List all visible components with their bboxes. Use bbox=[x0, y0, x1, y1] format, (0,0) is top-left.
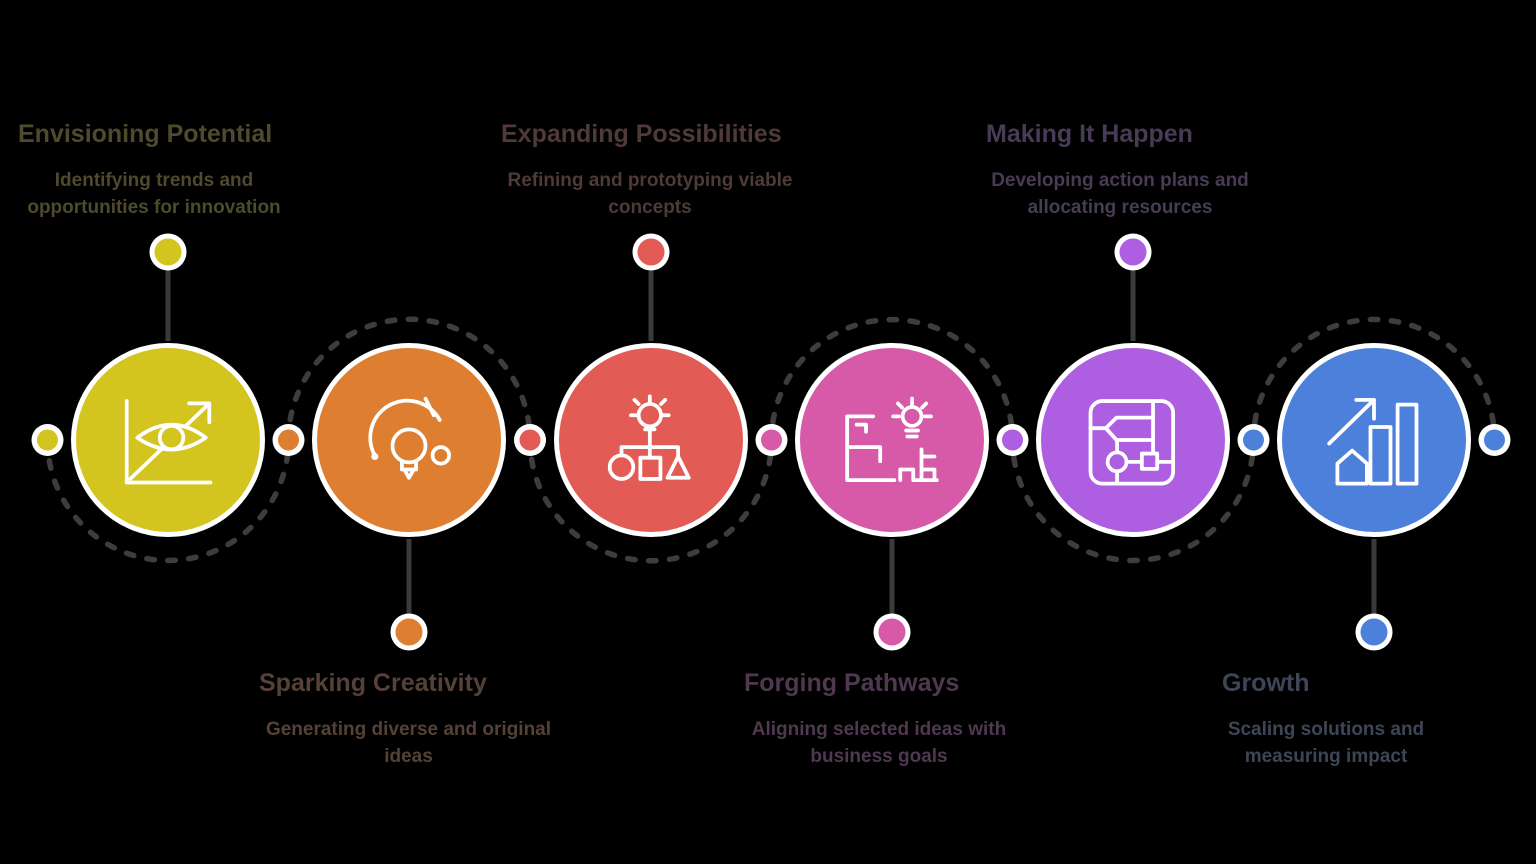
step-2-label: Sparking Creativity Generating diverse a… bbox=[259, 668, 558, 770]
step-3-subtitle: Refining and prototyping viable concepts bbox=[507, 170, 793, 218]
step-1-label: Envisioning Potential Identifying trends… bbox=[18, 119, 290, 221]
step-5-title: Making It Happen bbox=[986, 120, 1193, 148]
step-2-circle bbox=[312, 343, 506, 537]
step-2-subtitle: Generating diverse and original ideas bbox=[265, 719, 552, 767]
step-1-subtitle: Identifying trends and opportunities for… bbox=[27, 170, 281, 218]
step-5-circle bbox=[1036, 343, 1230, 537]
step-1-callout-dot bbox=[149, 233, 187, 271]
waypoint-dot-4-5 bbox=[996, 424, 1029, 456]
step-5-label: Making It Happen Developing action plans… bbox=[986, 119, 1254, 221]
step-6-circle bbox=[1277, 343, 1471, 537]
growth-chart-house-icon bbox=[1327, 397, 1419, 486]
eye-pupil bbox=[157, 423, 186, 452]
step-6-callout-dot bbox=[1355, 613, 1393, 651]
path-start-dot bbox=[31, 424, 64, 456]
eye-trend-chart-icon bbox=[124, 399, 213, 485]
step-2-callout-dot bbox=[390, 613, 428, 651]
step-2-title: Sparking Creativity bbox=[259, 669, 487, 697]
lightbulb-gauge-icon bbox=[368, 396, 452, 480]
step-1-circle bbox=[71, 343, 265, 537]
step-4-subtitle: Aligning selected ideas with business go… bbox=[751, 719, 1007, 767]
idea-prototype-shapes-icon bbox=[607, 394, 691, 481]
waypoint-dot-3-4 bbox=[755, 424, 788, 456]
step-4-callout-dot bbox=[873, 613, 911, 651]
step-4-circle bbox=[795, 343, 989, 537]
strategy-map-icon bbox=[1088, 399, 1176, 486]
path-end-dot bbox=[1478, 424, 1511, 456]
step-3-title: Expanding Possibilities bbox=[501, 120, 782, 148]
waypoint-dot-1-2 bbox=[272, 424, 305, 456]
step-5-callout-dot bbox=[1114, 233, 1152, 271]
step-1-title: Envisioning Potential bbox=[18, 120, 273, 148]
step-6-subtitle: Scaling solutions and measuring impact bbox=[1227, 719, 1425, 767]
step-4-label: Forging Pathways Aligning selected ideas… bbox=[744, 668, 1014, 770]
step-4-title: Forging Pathways bbox=[744, 669, 960, 697]
waypoint-dot-5-6 bbox=[1237, 424, 1270, 456]
step-3-callout-dot bbox=[632, 233, 670, 271]
step-6-label: Growth Scaling solutions and measuring i… bbox=[1222, 668, 1430, 770]
step-6-title: Growth bbox=[1222, 669, 1310, 697]
step-3-label: Expanding Possibilities Refining and pro… bbox=[501, 119, 799, 221]
step-5-subtitle: Developing action plans and allocating r… bbox=[991, 170, 1249, 218]
maze-lightbulb-icon bbox=[845, 396, 939, 483]
waypoint-dot-2-3 bbox=[514, 424, 546, 456]
step-3-circle bbox=[554, 343, 748, 537]
